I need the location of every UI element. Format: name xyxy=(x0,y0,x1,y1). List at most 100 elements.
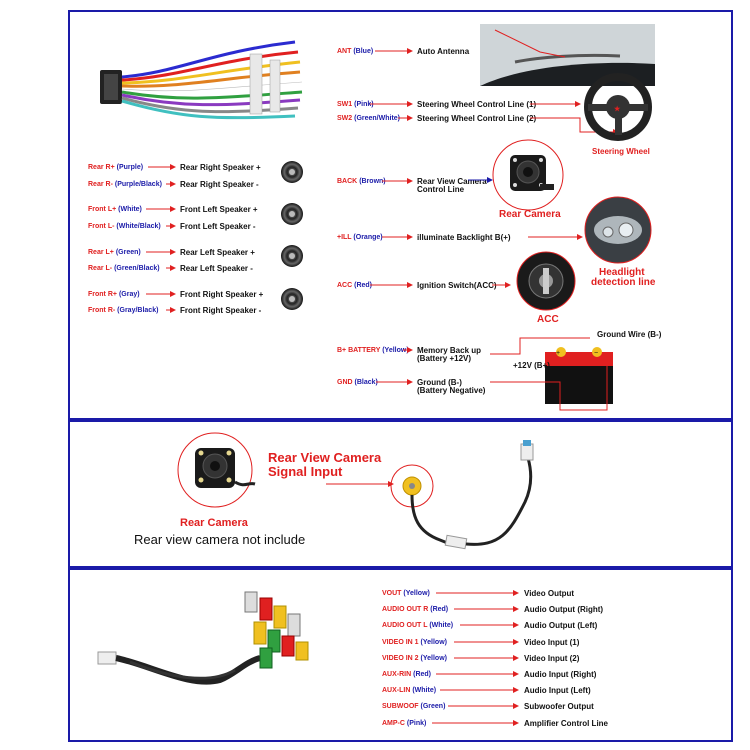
svg-text:−: − xyxy=(594,350,598,357)
ignition-image xyxy=(516,251,576,311)
svg-text:SUBWOOF (Green): SUBWOOF (Green) xyxy=(382,703,445,710)
speaker-wire-front-r-minus: Front R- (Gray/Black) Front Right Speake… xyxy=(88,306,262,315)
camera-input-panel: Rear View Camera Signal Input Rear Camer… xyxy=(68,420,733,568)
svg-text:SW1 (Pink): SW1 (Pink) xyxy=(337,101,374,108)
svg-text:Audio Output (Right): Audio Output (Right) xyxy=(524,605,603,614)
av-row-video-in-1: VIDEO IN 1 (Yellow) Video Input (1) xyxy=(382,638,580,647)
svg-text:Rear Right Speaker +: Rear Right Speaker + xyxy=(180,163,261,172)
av-row-vout: VOUT (Yellow) Video Output xyxy=(382,589,574,598)
ant-wire: ANT (Blue) Auto Antenna xyxy=(337,47,470,56)
svg-text:Ignition Switch(ACC): Ignition Switch(ACC) xyxy=(417,281,497,290)
av-row-audio-out-r: AUDIO OUT R (Red) Audio Output (Right) xyxy=(382,605,603,614)
svg-text:Rear L+ (Green): Rear L+ (Green) xyxy=(88,249,141,256)
av-row-aux-lin: AUX-LIN (White) Audio Input (Left) xyxy=(382,686,591,695)
ground-wire-caption: Ground Wire (B-) xyxy=(597,330,662,339)
svg-text:Ground (B-): Ground (B-) xyxy=(417,378,462,387)
svg-text:Front Left Speaker -: Front Left Speaker - xyxy=(180,222,256,231)
rear-camera-caption: Rear Camera xyxy=(180,517,249,529)
svg-text:Control Line: Control Line xyxy=(417,185,465,194)
speaker-wire-front-l-plus: Front L+ (White) Front Left Speaker + xyxy=(88,205,258,214)
svg-text:Audio Input (Right): Audio Input (Right) xyxy=(524,670,597,679)
av-row-video-in-2: VIDEO IN 2 (Yellow) Video Input (2) xyxy=(382,654,580,663)
steering-wheel-image: ★ xyxy=(584,73,652,141)
av-output-diagram: VOUT (Yellow) Video Output AUDIO OUT R (… xyxy=(97,589,609,728)
svg-text:Rear Left Speaker +: Rear Left Speaker + xyxy=(180,248,255,257)
svg-text:Rear View Camera: Rear View Camera xyxy=(417,177,487,186)
svg-text:VOUT (Yellow): VOUT (Yellow) xyxy=(382,590,430,597)
battery-wire: B+ BATTERY (Yellow) Memory Back up (Batt… xyxy=(337,346,481,363)
svg-text:BACK (Brown): BACK (Brown) xyxy=(337,178,386,185)
plus12v-caption: +12V (B+) xyxy=(513,361,550,370)
speaker-wire-rear-r-plus: Rear R+ (Purple) Rear Right Speaker + xyxy=(88,163,261,172)
svg-text:illuminate Backlight B(+): illuminate Backlight B(+) xyxy=(417,233,511,242)
svg-text:Rear L- (Green/Black): Rear L- (Green/Black) xyxy=(88,265,160,272)
svg-text:Video Input (2): Video Input (2) xyxy=(524,654,580,663)
svg-text:Audio Output (Left): Audio Output (Left) xyxy=(524,621,598,630)
svg-text:Subwoofer Output: Subwoofer Output xyxy=(524,702,594,711)
svg-text:VIDEO IN 2 (Yellow): VIDEO IN 2 (Yellow) xyxy=(382,655,447,662)
svg-text:Steering Wheel Control Line (2: Steering Wheel Control Line (2) xyxy=(417,114,536,123)
speaker-icon xyxy=(281,288,303,310)
speaker-icon xyxy=(281,203,303,225)
camera-signal-title-line1: Rear View Camera xyxy=(268,450,382,465)
svg-text:AUDIO OUT R (Red): AUDIO OUT R (Red) xyxy=(382,606,448,613)
svg-text:Front R- (Gray/Black): Front R- (Gray/Black) xyxy=(88,307,158,314)
svg-text:Auto Antenna: Auto Antenna xyxy=(417,47,470,56)
svg-text:+ILL (Orange): +ILL (Orange) xyxy=(337,234,383,241)
svg-text:Front L+ (White): Front L+ (White) xyxy=(88,206,142,213)
svg-text:B+ BATTERY (Yellow): B+ BATTERY (Yellow) xyxy=(337,347,409,354)
camera-input-diagram: Rear View Camera Signal Input Rear Camer… xyxy=(134,432,534,550)
svg-text:AUX-RIN (Red): AUX-RIN (Red) xyxy=(382,671,431,678)
svg-text:GND (Black): GND (Black) xyxy=(337,379,378,386)
svg-text:Front R+ (Gray): Front R+ (Gray) xyxy=(88,291,140,298)
back-wire: BACK (Brown) Rear View Camera Control Li… xyxy=(337,177,493,194)
sw2-wire: SW2 (Green/White) Steering Wheel Control… xyxy=(337,114,619,135)
speaker-wire-rear-l-minus: Rear L- (Green/Black) Rear Left Speaker … xyxy=(88,264,253,273)
headlight-caption-line1: Headlight xyxy=(599,267,645,278)
av-output-panel: VOUT (Yellow) Video Output AUDIO OUT R (… xyxy=(68,568,733,742)
speaker-wire-rear-r-minus: Rear R- (Purple/Black) Rear Right Speake… xyxy=(88,180,259,189)
ill-wire: +ILL (Orange) illuminate Backlight B(+) xyxy=(337,233,583,242)
headlight-image xyxy=(584,196,652,264)
svg-text:★: ★ xyxy=(614,105,621,113)
svg-text:Video Input (1): Video Input (1) xyxy=(524,638,580,647)
svg-text:Rear R- (Purple/Black): Rear R- (Purple/Black) xyxy=(88,181,162,188)
svg-text:Video Output: Video Output xyxy=(524,589,574,598)
svg-text:Front Right Speaker +: Front Right Speaker + xyxy=(180,290,264,299)
svg-text:AUDIO OUT L (White): AUDIO OUT L (White) xyxy=(382,622,453,629)
svg-text:Audio Input (Left): Audio Input (Left) xyxy=(524,686,591,695)
rear-camera-image xyxy=(492,139,564,211)
svg-text:+: + xyxy=(556,350,560,357)
rca-camera-cable-image xyxy=(390,440,534,550)
speaker-icon xyxy=(281,161,303,183)
svg-text:Memory Back up: Memory Back up xyxy=(417,346,481,355)
iso-harness-connector-image xyxy=(100,40,303,120)
acc-wire: ACC (Red) Ignition Switch(ACC) xyxy=(337,281,511,290)
rear-camera-image xyxy=(177,432,256,508)
camera-not-included-note: Rear view camera not include xyxy=(134,532,305,547)
svg-text:AMP-C (Pink): AMP-C (Pink) xyxy=(382,720,426,727)
rear-camera-caption: Rear Camera xyxy=(499,209,561,220)
camera-signal-title-line2: Signal Input xyxy=(268,464,343,479)
svg-text:ACC (Red): ACC (Red) xyxy=(337,282,372,289)
svg-text:(Battery Negative): (Battery Negative) xyxy=(417,386,486,395)
speaker-wire-front-l-minus: Front L- (White/Black) Front Left Speake… xyxy=(88,222,256,231)
battery-image: + − xyxy=(545,347,613,404)
rca-harness-image xyxy=(97,591,309,685)
svg-text:SW2 (Green/White): SW2 (Green/White) xyxy=(337,115,400,122)
speaker-wire-list: Rear R+ (Purple) Rear Right Speaker + Re… xyxy=(88,163,264,315)
gnd-wire: GND (Black) Ground (B-) (Battery Negativ… xyxy=(337,378,486,395)
svg-text:Front Right Speaker -: Front Right Speaker - xyxy=(180,306,262,315)
svg-text:VIDEO IN 1 (Yellow): VIDEO IN 1 (Yellow) xyxy=(382,639,447,646)
headlight-caption-line2: detection line xyxy=(591,277,656,288)
wiring-harness-diagram: Rear R+ (Purple) Rear Right Speaker + Re… xyxy=(88,24,662,411)
svg-text:(Battery +12V): (Battery +12V) xyxy=(417,354,471,363)
av-output-list: VOUT (Yellow) Video Output AUDIO OUT R (… xyxy=(382,589,609,728)
steering-wheel-caption: Steering Wheel xyxy=(592,147,650,156)
svg-text:Front Left Speaker +: Front Left Speaker + xyxy=(180,205,258,214)
av-row-aux-rin: AUX-RIN (Red) Audio Input (Right) xyxy=(382,670,597,679)
av-row-subwoof: SUBWOOF (Green) Subwoofer Output xyxy=(382,702,594,711)
svg-text:Rear R+ (Purple): Rear R+ (Purple) xyxy=(88,164,143,171)
sw1-wire: SW1 (Pink) Steering Wheel Control Line (… xyxy=(337,100,581,109)
svg-text:Steering Wheel Control Line (1: Steering Wheel Control Line (1) xyxy=(417,100,536,109)
